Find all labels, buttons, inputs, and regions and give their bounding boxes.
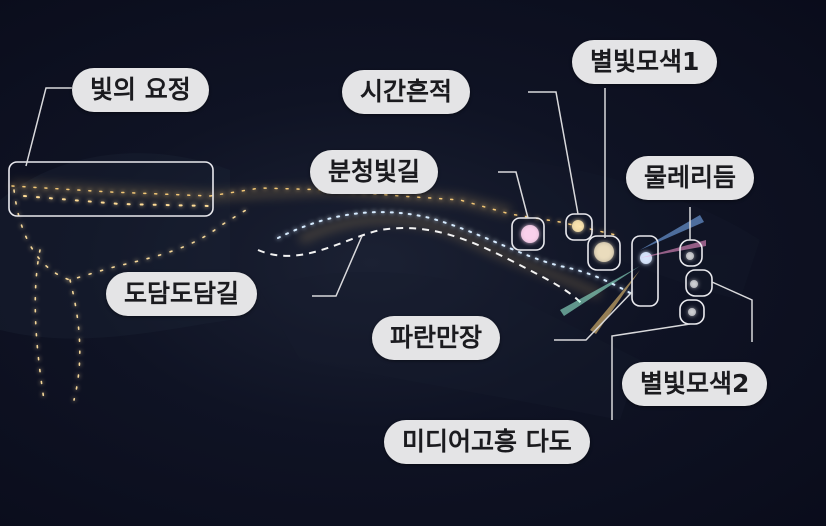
label-mulleridum[interactable]: 물레리듬	[626, 156, 755, 200]
dodam-walkway	[257, 227, 585, 307]
label-dodam-dodam-road[interactable]: 도담도담길	[106, 272, 258, 316]
label-paran-manjang[interactable]: 파란만장	[372, 316, 501, 360]
label-starlight-mosaic-1[interactable]: 별빛모색1	[572, 40, 718, 84]
box-paran-manjang	[631, 235, 659, 307]
box-fairy-of-light	[8, 161, 214, 217]
box-starlight-1	[587, 235, 621, 271]
light-beams	[560, 215, 706, 334]
box-media	[679, 299, 705, 325]
box-time-traces	[565, 213, 593, 241]
label-time-traces[interactable]: 시간흔적	[342, 70, 471, 114]
label-media-goheung-dado[interactable]: 미디어고흥 다도	[384, 420, 590, 464]
box-starlight-2	[685, 269, 713, 297]
attraction-lights	[521, 220, 698, 316]
label-bunchung-light-road[interactable]: 분청빛길	[310, 150, 439, 194]
bunchung-light-path	[277, 211, 633, 295]
box-mulleridum	[679, 239, 703, 267]
label-starlight-mosaic-2[interactable]: 별빛모색2	[622, 362, 768, 406]
label-fairy-of-light[interactable]: 빛의 요정	[72, 68, 209, 112]
leader-lines	[25, 87, 753, 420]
left-loop-lights	[13, 189, 247, 401]
